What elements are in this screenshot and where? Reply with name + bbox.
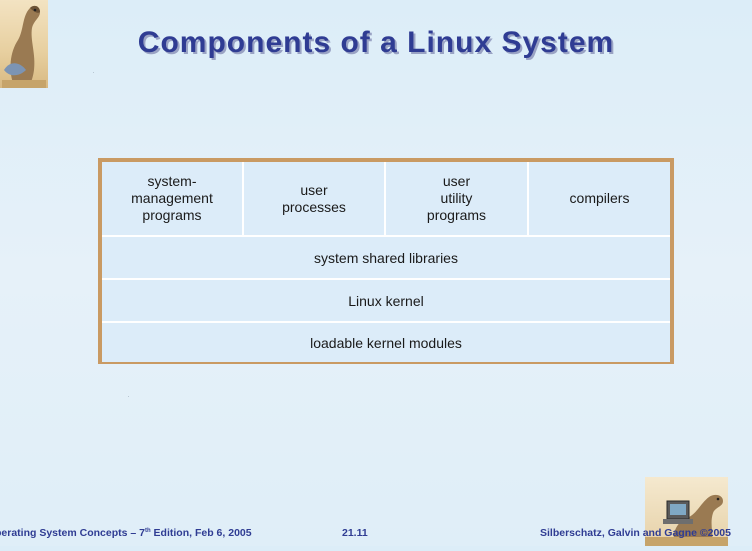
slide-dot — [93, 72, 94, 73]
dinosaur-computer-logo-icon — [645, 477, 728, 546]
slide-title: Components of a Linux System — [137, 26, 615, 59]
top-row: system- management programs user process… — [102, 162, 670, 235]
footer-copyright: Silberschatz, Galvin and Gagne ©2005 — [540, 527, 731, 539]
footer-course-date: Edition, Feb 6, 2005 — [150, 527, 252, 539]
system-shared-libraries-layer: system shared libraries — [102, 237, 670, 278]
footer-course-info: perating System Concepts – 7th Edition, … — [0, 527, 252, 539]
footer-course-text: perating System Concepts – 7 — [0, 527, 145, 539]
linux-kernel-layer: Linux kernel — [102, 280, 670, 321]
linux-components-diagram: system- management programs user process… — [98, 158, 674, 364]
page-number: 21.11 — [342, 527, 368, 539]
loadable-kernel-modules-layer: loadable kernel modules — [102, 323, 670, 362]
slide-dot — [128, 396, 129, 397]
user-utility-programs-cell: user utility programs — [386, 162, 527, 235]
compilers-cell: compilers — [529, 162, 670, 235]
system-management-programs-cell: system- management programs — [102, 162, 242, 235]
dinosaur-logo-icon — [0, 0, 48, 88]
footer-edition-superscript: th — [144, 528, 151, 534]
user-processes-cell: user processes — [244, 162, 384, 235]
